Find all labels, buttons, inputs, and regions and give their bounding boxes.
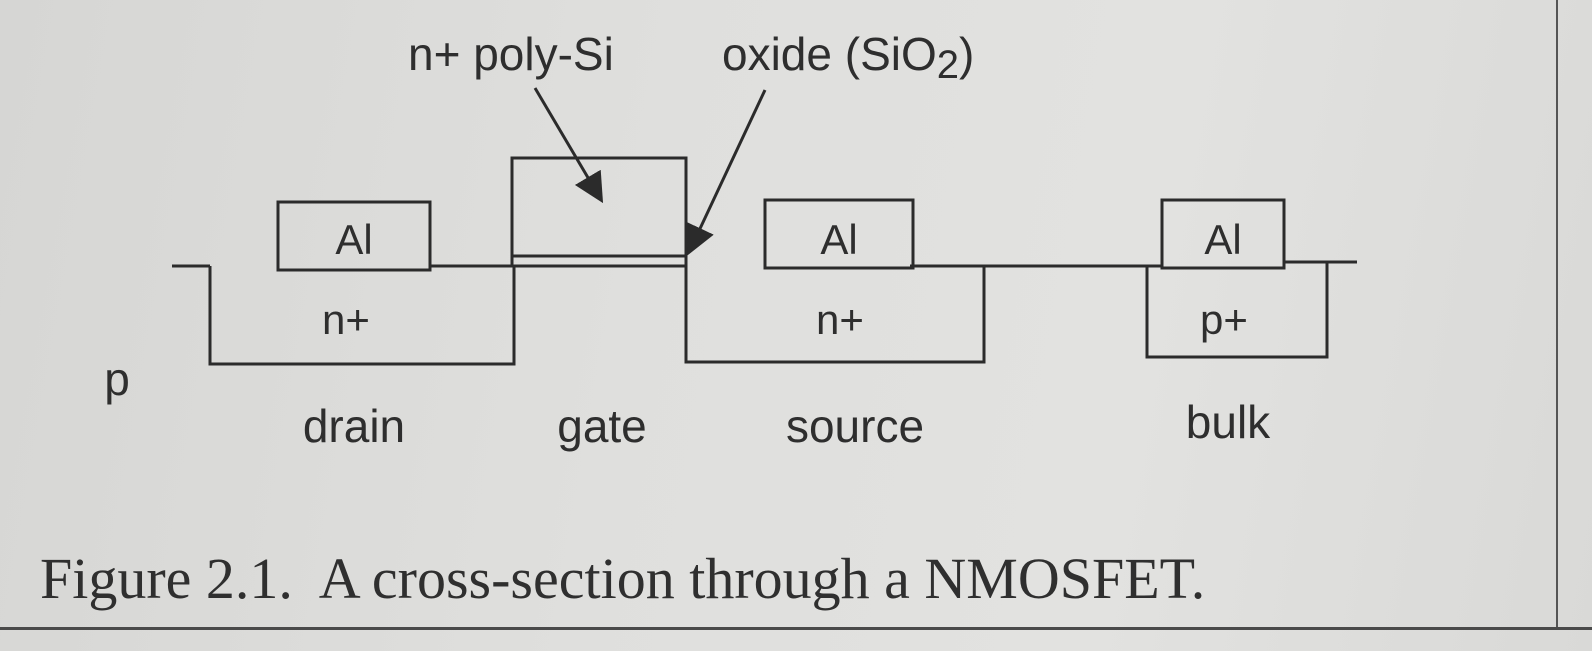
source-al-label: Al bbox=[820, 216, 857, 263]
bulk-al-contact bbox=[1160, 198, 1286, 270]
drain-n-plus-region bbox=[208, 266, 516, 366]
bottom-border-rule bbox=[0, 627, 1592, 630]
poly-si-callout-arrow bbox=[533, 87, 604, 204]
gate-terminal-label: gate bbox=[557, 400, 647, 452]
figure-caption: Figure 2.1. A cross-section through a NM… bbox=[40, 546, 1205, 611]
bulk-al-label: Al bbox=[1204, 216, 1241, 263]
source-doping-label: n+ bbox=[816, 296, 864, 343]
source-n-plus-region bbox=[684, 266, 986, 364]
right-border-rule bbox=[1556, 0, 1558, 630]
source-terminal-label: source bbox=[786, 400, 924, 452]
oxide-callout-label: oxide (SiO2) bbox=[722, 28, 974, 87]
drain-terminal-label: drain bbox=[303, 400, 405, 452]
drain-doping-label: n+ bbox=[322, 296, 370, 343]
oxide-callout-arrow bbox=[686, 89, 767, 256]
gate-poly-si bbox=[510, 156, 688, 258]
oxide-label-suffix: ) bbox=[959, 28, 974, 80]
bulk-p-plus-region bbox=[1145, 262, 1329, 359]
oxide-label-prefix: oxide (SiO bbox=[722, 28, 937, 80]
poly-si-callout-label: n+ poly-Si bbox=[408, 28, 614, 80]
substrate-label: p bbox=[104, 353, 130, 405]
bulk-terminal-label: bulk bbox=[1186, 396, 1271, 448]
bulk-doping-label: p+ bbox=[1200, 296, 1248, 343]
oxide-label-subscript: 2 bbox=[937, 43, 959, 87]
drain-al-contact bbox=[276, 200, 432, 272]
source-al-contact bbox=[763, 198, 915, 270]
drain-al-label: Al bbox=[335, 216, 372, 263]
